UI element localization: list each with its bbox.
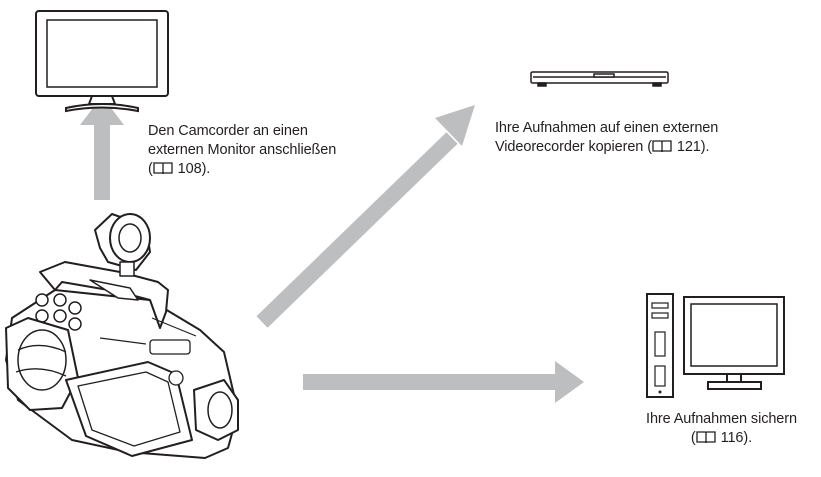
monitor-caption-line3: ( 108). (148, 160, 336, 179)
recorder-caption: Ihre Aufnahmen auf einen externen Videor… (495, 119, 718, 157)
computer-caption-prefix: ( (690, 430, 696, 446)
arrow-to-recorder (256, 105, 475, 328)
monitor-caption-suffix: ). (201, 161, 211, 177)
monitor-page-ref: 108 (177, 161, 202, 177)
tv-monitor-icon (35, 10, 169, 113)
arrow-to-monitor (80, 96, 124, 200)
monitor-caption-line2: externen Monitor anschließen (148, 142, 337, 158)
recorder-caption-line2: Videorecorder kopieren ( 121). (495, 138, 718, 157)
book-reference-icon (652, 140, 672, 153)
camcorder-icon (5, 213, 239, 459)
recorder-caption-line1: Ihre Aufnahmen auf einen externen (495, 120, 719, 136)
monitor-caption-prefix: ( (148, 161, 153, 177)
monitor-caption-line1: Den Camcorder an einen (148, 123, 308, 139)
monitor-caption: Den Camcorder an einen externen Monitor … (148, 122, 336, 179)
desktop-computer-icon (646, 293, 785, 398)
computer-caption: Ihre Aufnahmen sichern ( 116). (622, 410, 821, 448)
recorder-caption-prefix: Videorecorder kopieren ( (495, 139, 652, 155)
computer-caption-line1: Ihre Aufnahmen sichern (646, 411, 797, 427)
computer-caption-line2: ( 116). (622, 429, 821, 448)
arrow-to-computer (303, 361, 584, 403)
computer-page-ref: 116 (720, 430, 744, 446)
book-reference-icon (695, 431, 716, 444)
recorder-caption-suffix: ). (700, 139, 710, 155)
video-recorder-icon (530, 71, 669, 87)
recorder-page-ref: 121 (676, 139, 701, 155)
book-reference-icon (153, 162, 173, 175)
computer-caption-suffix: ). (743, 430, 753, 446)
